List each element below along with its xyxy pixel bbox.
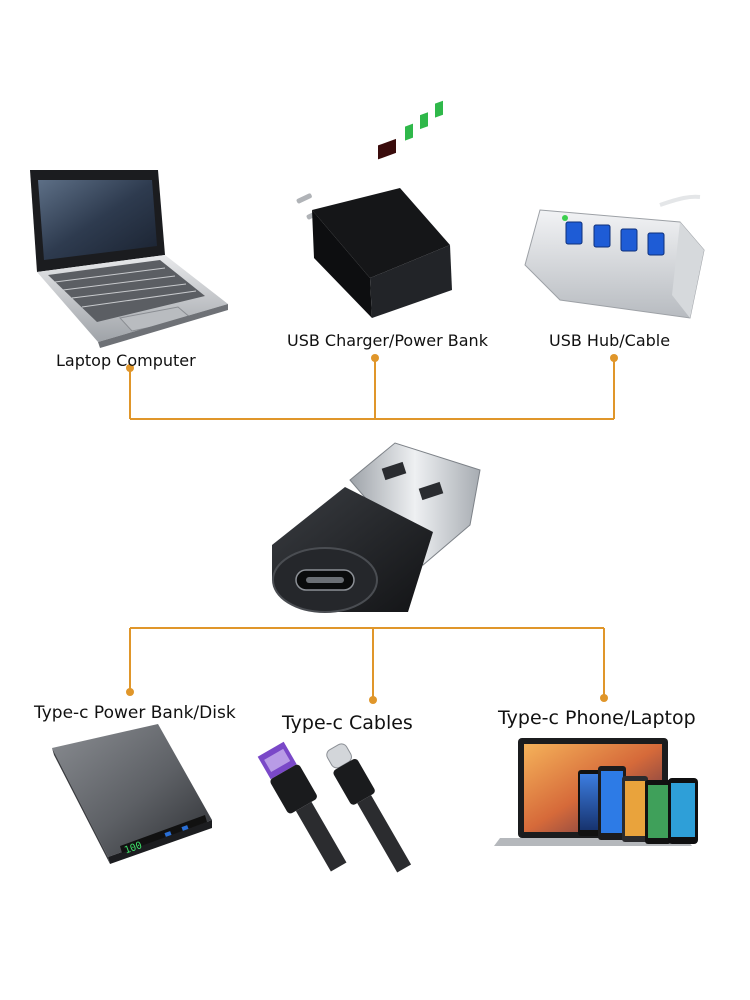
target-label-cable: Type-c Cables	[282, 712, 413, 734]
connector-dot	[369, 696, 377, 704]
connector-dot	[126, 364, 134, 372]
source-label-hub: USB Hub/Cable	[549, 331, 671, 350]
source-label-charger: USB Charger/Power Bank	[287, 331, 488, 350]
target-label-powerbank: Type-c Power Bank/Disk	[34, 703, 236, 723]
connector-dot	[600, 694, 608, 702]
connector-dot	[610, 354, 618, 362]
source-label-laptop: Laptop Computer	[56, 351, 196, 370]
connector-dot	[126, 688, 134, 696]
connector-dot	[371, 354, 379, 362]
target-label-phones: Type-c Phone/Laptop	[498, 707, 696, 729]
